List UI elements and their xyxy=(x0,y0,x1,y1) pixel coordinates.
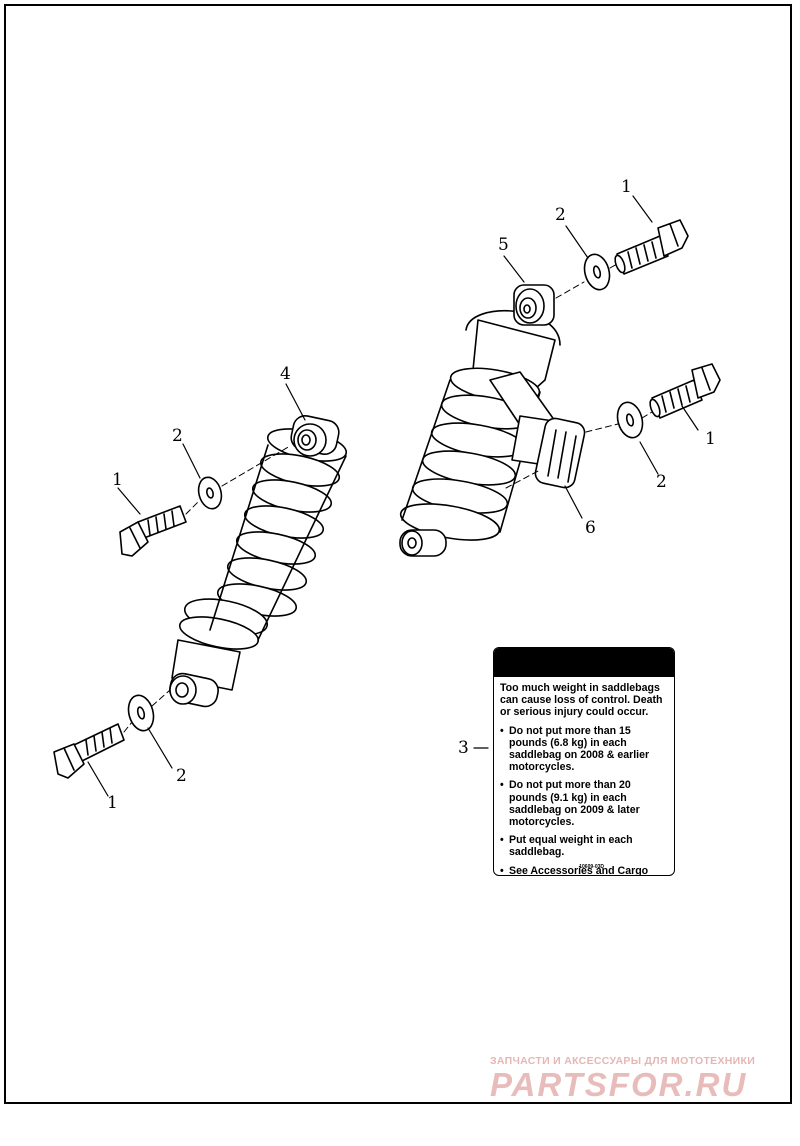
callout-right-bushing: 5 xyxy=(498,235,509,255)
right-shock-top-bushing xyxy=(513,284,555,326)
callout-left-washer-top: 2 xyxy=(172,426,183,446)
callout-right-bolt-mid: 1 xyxy=(705,429,716,449)
warning-label-header-bar xyxy=(494,648,674,677)
saddlebag-warning-label: Too much weight in saddlebags can cause … xyxy=(493,647,675,876)
callout-right-bolt-top: 1 xyxy=(621,177,632,197)
watermark-tagline: ЗАПЧАСТИ И АКСЕССУАРЫ ДЛЯ МОТОТЕХНИКИ xyxy=(490,1055,756,1067)
callout-left-washer-bottom: 2 xyxy=(176,766,187,786)
right-top-bolt xyxy=(614,219,689,275)
warning-label-intro: Too much weight in saddlebags can cause … xyxy=(500,682,663,719)
right-shock-bottom-eye xyxy=(399,529,447,557)
left-shock-top-eye xyxy=(290,415,340,457)
callout-left-bolt-bottom: 1 xyxy=(107,793,118,813)
right-mid-bolt xyxy=(649,363,721,419)
left-upper-bolt xyxy=(119,505,187,557)
warning-label-bullets: Do not put more than 15 pounds (6.8 kg) … xyxy=(500,725,668,875)
right-adjuster-knob xyxy=(511,415,586,489)
warning-bullet-4: See Accessories and Cargo section of Own… xyxy=(500,865,668,875)
watermark-logo: PARTSFOR.RU xyxy=(490,1066,748,1103)
watermark: ЗАПЧАСТИ И АКСЕССУАРЫ ДЛЯ МОТОТЕХНИКИ PA… xyxy=(490,1055,785,1103)
callout-left-bolt-top: 1 xyxy=(112,470,123,490)
callout-warning-label: 3 xyxy=(458,738,469,758)
warning-bullet-2: Do not put more than 20 pounds (9.1 kg) … xyxy=(500,779,668,828)
callout-left-shock-eye: 4 xyxy=(280,364,291,384)
left-lower-bolt xyxy=(53,723,125,779)
warning-bullet-1: Do not put more than 15 pounds (6.8 kg) … xyxy=(500,725,668,774)
left-shock-absorber xyxy=(169,415,348,708)
callout-right-washer-mid: 2 xyxy=(656,472,667,492)
warning-bullet-3: Put equal weight in each saddlebag. xyxy=(500,834,668,858)
callout-right-washer-top: 2 xyxy=(555,205,566,225)
left-shock-bottom-eye xyxy=(169,672,219,708)
warning-label-part-code: 10609-03D xyxy=(579,864,604,870)
callout-right-adjuster-knob: 6 xyxy=(585,518,596,538)
left-shock-spring xyxy=(178,428,348,650)
right-shock-absorber xyxy=(399,284,561,557)
